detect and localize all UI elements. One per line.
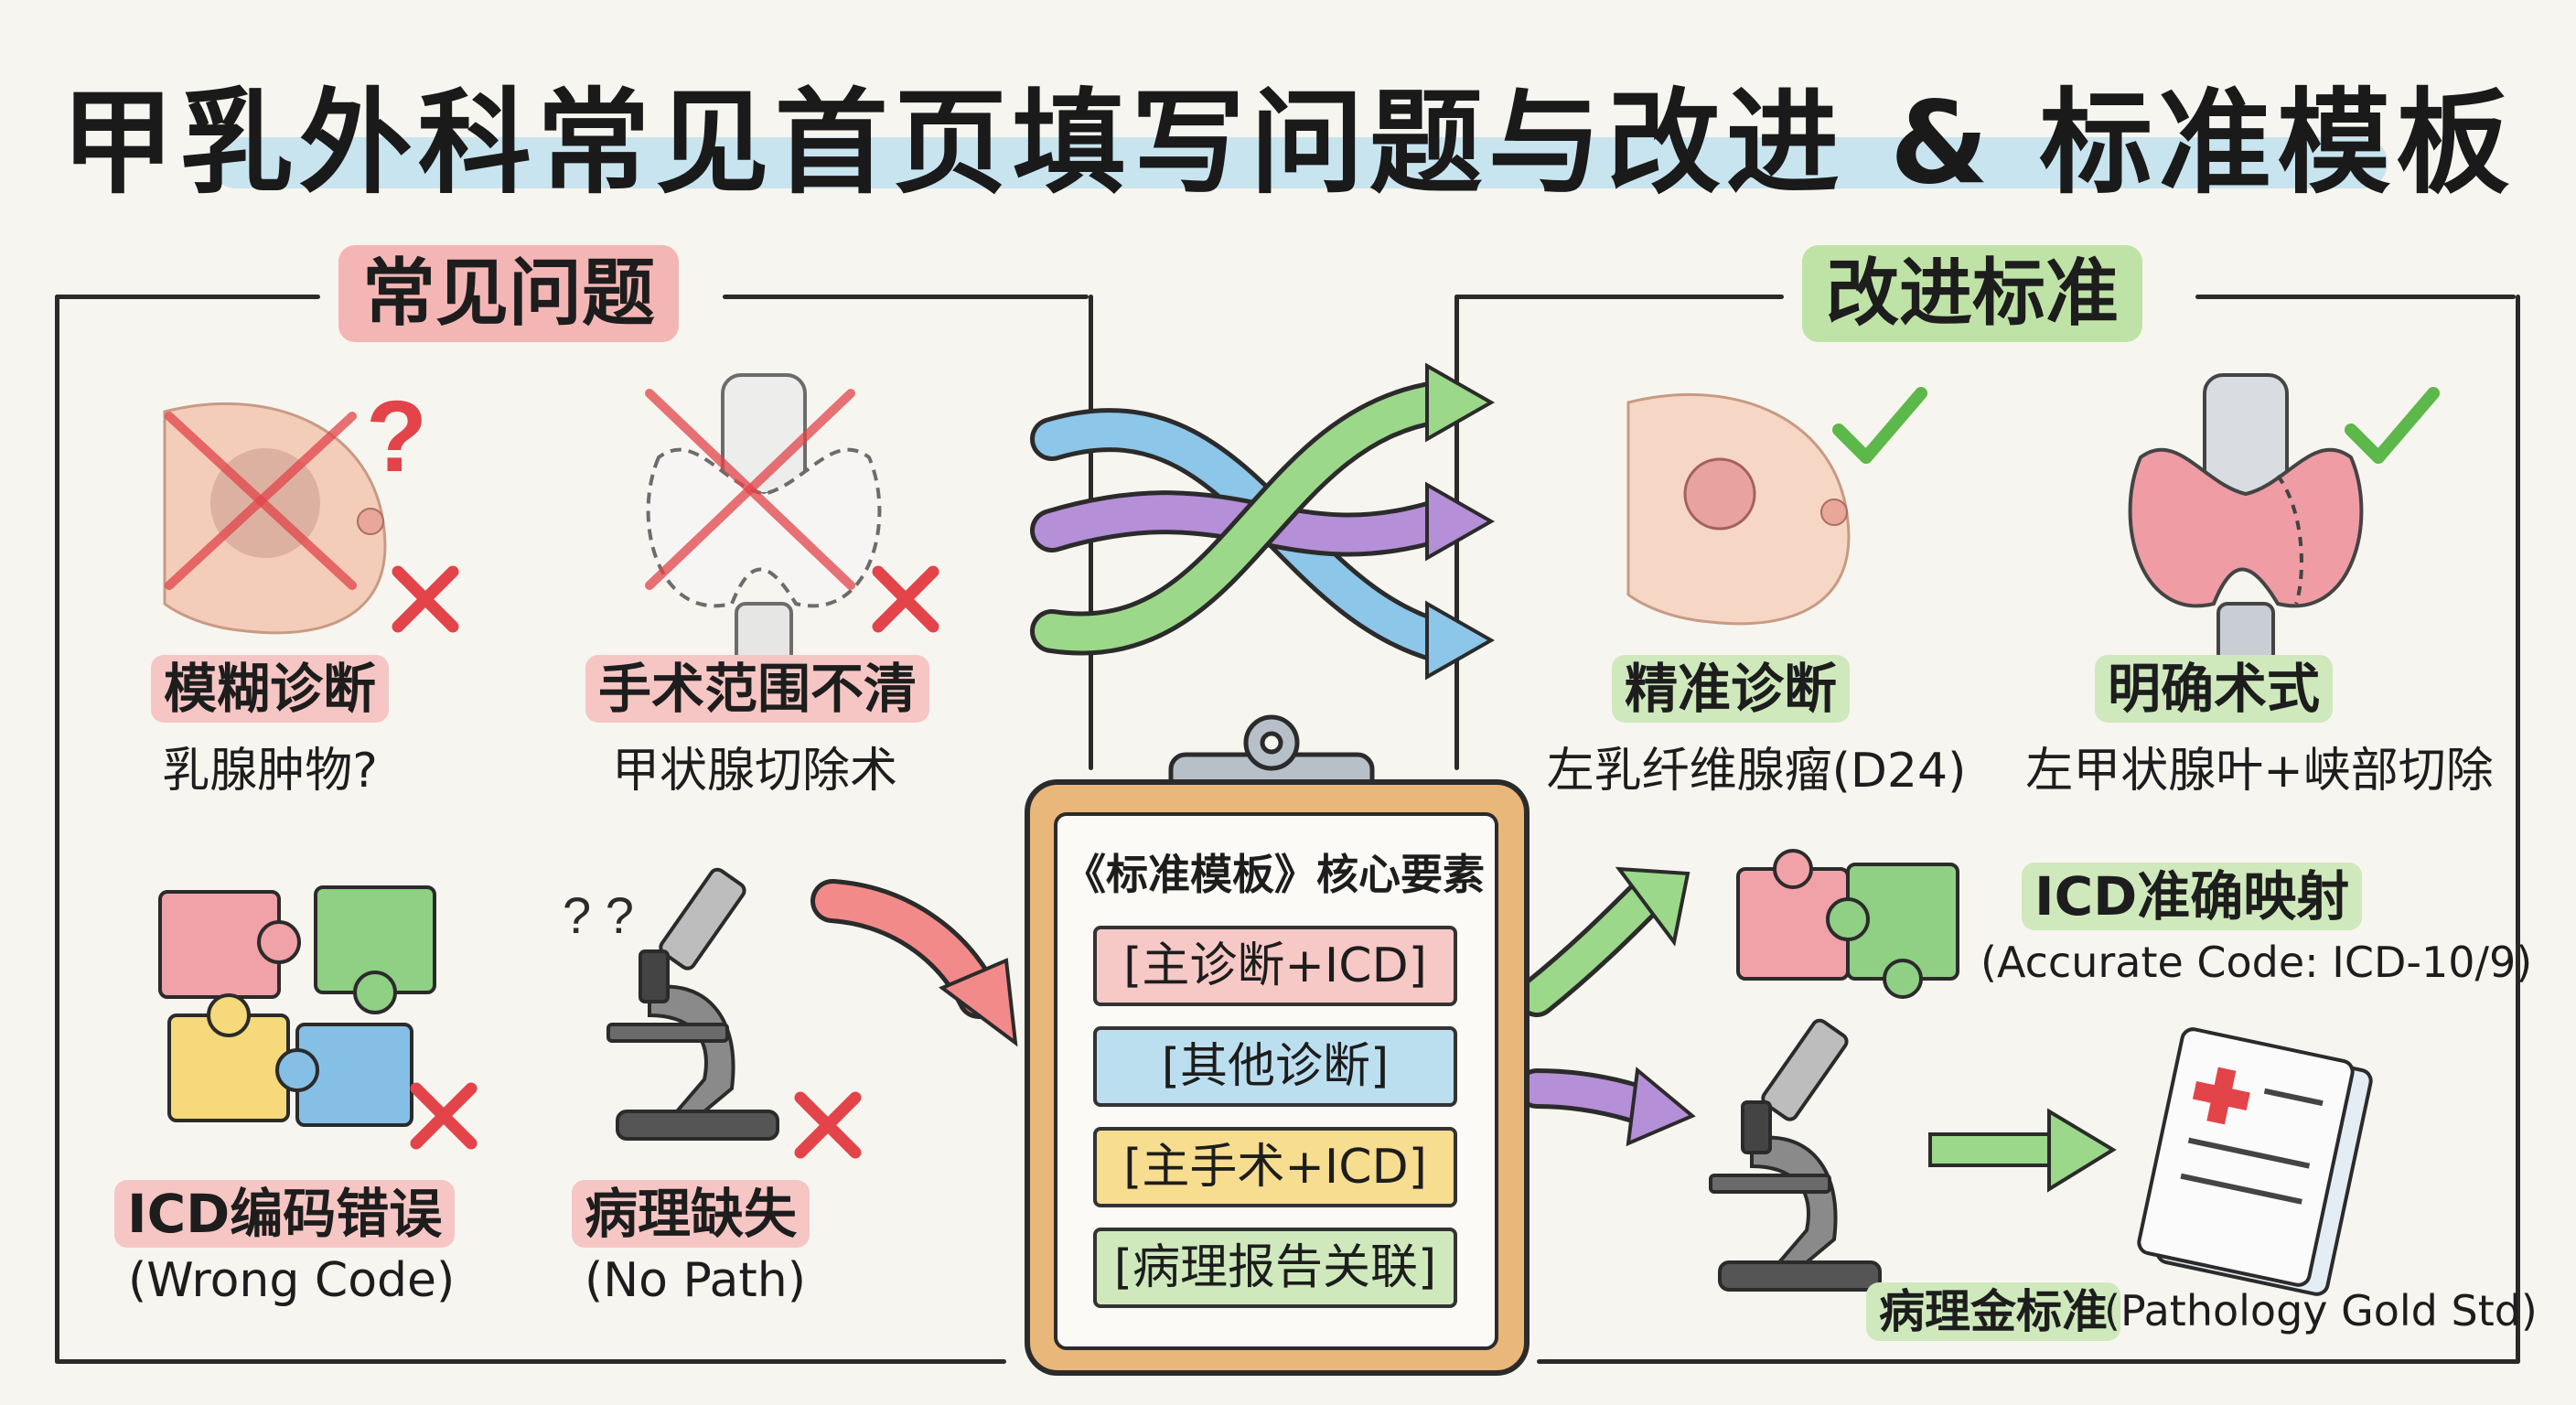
cross-icon bbox=[872, 565, 939, 633]
problem-sub-surgery-scope: 甲状腺切除术 bbox=[611, 744, 897, 799]
cross-icon bbox=[392, 565, 459, 633]
cross-icon bbox=[794, 1091, 862, 1159]
puzzle-icon bbox=[1736, 849, 1959, 999]
template-item-other-diagnosis: [其他诊断] bbox=[1093, 1026, 1457, 1107]
report-icon bbox=[2137, 1027, 2373, 1296]
standard-sub-pathology-gold: (Pathology Gold Std) bbox=[2104, 1286, 2538, 1335]
standard-sub-precise-diagnosis: 左乳纤维腺瘤(D24) bbox=[1546, 744, 1967, 799]
section-header-problems: 常见问题 bbox=[338, 245, 679, 342]
standard-title-pathology-gold: 病理金标准 bbox=[1866, 1282, 2120, 1341]
problem-title-missing-pathology: 病理缺失 bbox=[572, 1180, 810, 1248]
arrow-to-report bbox=[1928, 1108, 2117, 1193]
thyroid-icon bbox=[2128, 373, 2364, 688]
page-title: 甲乳外科常见首页填写问题与改进 & 标准模板 bbox=[60, 78, 2516, 209]
microscope-icon bbox=[1709, 1018, 1882, 1292]
arrow-to-pathology bbox=[1517, 1067, 1696, 1147]
standard-title-precise-diagnosis: 精准诊断 bbox=[1612, 655, 1851, 723]
problem-title-vague-diagnosis: 模糊诊断 bbox=[151, 655, 390, 723]
template-item-main-diagnosis: [主诊断+ICD] bbox=[1093, 926, 1457, 1006]
arrow-into-template bbox=[810, 879, 1018, 1047]
arrow-to-icd bbox=[1517, 866, 1690, 1017]
problem-title-surgery-scope: 手术范围不清 bbox=[585, 655, 930, 723]
problem-sub-missing-pathology: (No Path) bbox=[584, 1253, 807, 1308]
section-header-standards: 改进标准 bbox=[1802, 245, 2142, 342]
title-highlight bbox=[210, 137, 2388, 188]
standard-title-clear-surgery: 明确术式 bbox=[2095, 655, 2334, 723]
standard-title-icd-mapping: ICD准确映射 bbox=[2022, 863, 2363, 930]
question-icon: ? ? bbox=[563, 886, 634, 944]
question-icon: ? bbox=[366, 381, 427, 493]
template-title: 《标准模板》核心要素 bbox=[1064, 850, 1485, 899]
template-item-pathology-link: [病理报告关联] bbox=[1093, 1228, 1457, 1308]
microscope-icon bbox=[606, 867, 779, 1141]
puzzle-icon bbox=[158, 885, 436, 1127]
cross-icon bbox=[410, 1082, 478, 1150]
cross-icon bbox=[645, 389, 855, 590]
check-icon bbox=[1832, 387, 1927, 464]
problem-title-icd-error: ICD编码错误 bbox=[114, 1180, 456, 1248]
transition-arrows bbox=[1030, 362, 1496, 681]
problem-sub-icd-error: (Wrong Code) bbox=[128, 1253, 456, 1308]
standard-sub-clear-surgery: 左甲状腺叶+峡部切除 bbox=[2025, 744, 2494, 799]
check-icon bbox=[2345, 387, 2440, 464]
breast-icon bbox=[1626, 393, 1851, 626]
cross-icon bbox=[165, 412, 357, 590]
template-item-main-surgery: [主手术+ICD] bbox=[1093, 1127, 1457, 1207]
standard-sub-icd-mapping: (Accurate Code: ICD-10/9) bbox=[1980, 938, 2533, 987]
problem-sub-vague-diagnosis: 乳腺肿物? bbox=[162, 744, 378, 799]
